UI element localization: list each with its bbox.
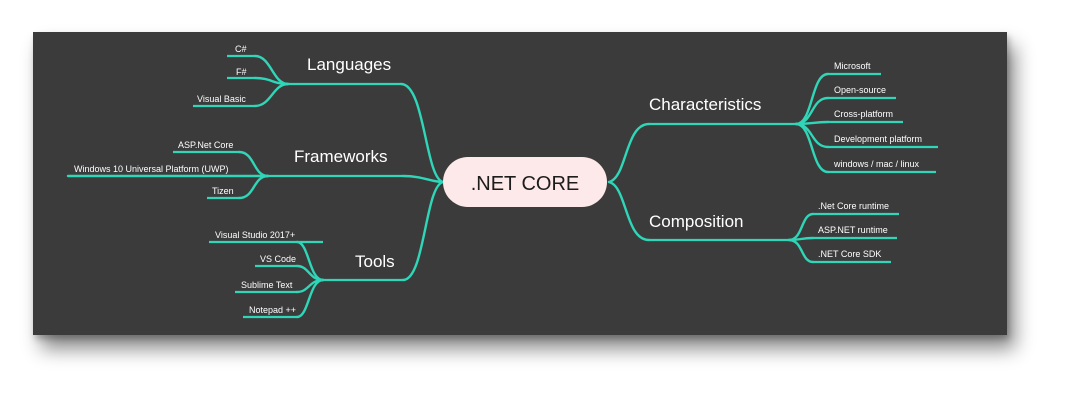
leaf-csharp: C# xyxy=(235,44,247,54)
mindmap-canvas: .NET CORE Languages Frameworks Tools Cha… xyxy=(33,32,1007,335)
edge-comp-runtime xyxy=(787,212,815,242)
edge-comp-sdk xyxy=(787,238,815,264)
edge-frameworks-tizen xyxy=(237,174,270,200)
edge-languages-vb xyxy=(253,82,290,108)
edge-char-os xyxy=(794,122,830,174)
edge-center-tools xyxy=(401,180,445,282)
mindmap-diagram: .NET CORE Languages Frameworks Tools Cha… xyxy=(66,44,938,319)
leaf-os: windows / mac / linux xyxy=(833,159,920,169)
edge-tools-notepad xyxy=(295,278,325,319)
branch-frameworks: Frameworks xyxy=(294,147,388,166)
edge-center-frameworks xyxy=(401,174,445,184)
edge-center-languages xyxy=(399,82,445,184)
leaf-visual-basic: Visual Basic xyxy=(197,94,246,104)
leaf-cross-platform: Cross-platform xyxy=(834,109,893,119)
leaf-aspnet-core: ASP.Net Core xyxy=(178,140,233,150)
center-label: .NET CORE xyxy=(471,173,580,195)
leaf-sublime: Sublime Text xyxy=(241,280,293,290)
branch-characteristics: Characteristics xyxy=(649,95,761,114)
leaf-microsoft: Microsoft xyxy=(834,61,871,71)
leaf-uwp: Windows 10 Universal Platform (UWP) xyxy=(74,164,229,174)
edge-char-devplatform xyxy=(794,122,830,149)
leaf-core-runtime: .Net Core runtime xyxy=(818,201,889,211)
leaf-vs-code: VS Code xyxy=(260,254,296,264)
edge-frameworks-aspnet xyxy=(237,150,270,178)
leaf-aspnet-runtime: ASP.NET runtime xyxy=(818,225,888,235)
edge-center-composition xyxy=(607,180,651,242)
leaf-dev-platform: Development platform xyxy=(834,134,922,144)
edge-center-characteristics xyxy=(607,122,651,184)
branch-tools: Tools xyxy=(355,252,395,271)
leaf-open-source: Open-source xyxy=(834,85,886,95)
leaf-tizen: Tizen xyxy=(212,186,234,196)
leaf-fsharp: F# xyxy=(236,67,247,77)
branch-languages: Languages xyxy=(307,55,391,74)
leaf-visual-studio: Visual Studio 2017+ xyxy=(215,230,295,240)
edge-languages-fsharp xyxy=(253,76,290,86)
center-node xyxy=(443,157,607,207)
leaf-notepad: Notepad ++ xyxy=(249,305,296,315)
branch-composition: Composition xyxy=(649,212,744,231)
leaf-core-sdk: .NET Core SDK xyxy=(818,249,881,259)
